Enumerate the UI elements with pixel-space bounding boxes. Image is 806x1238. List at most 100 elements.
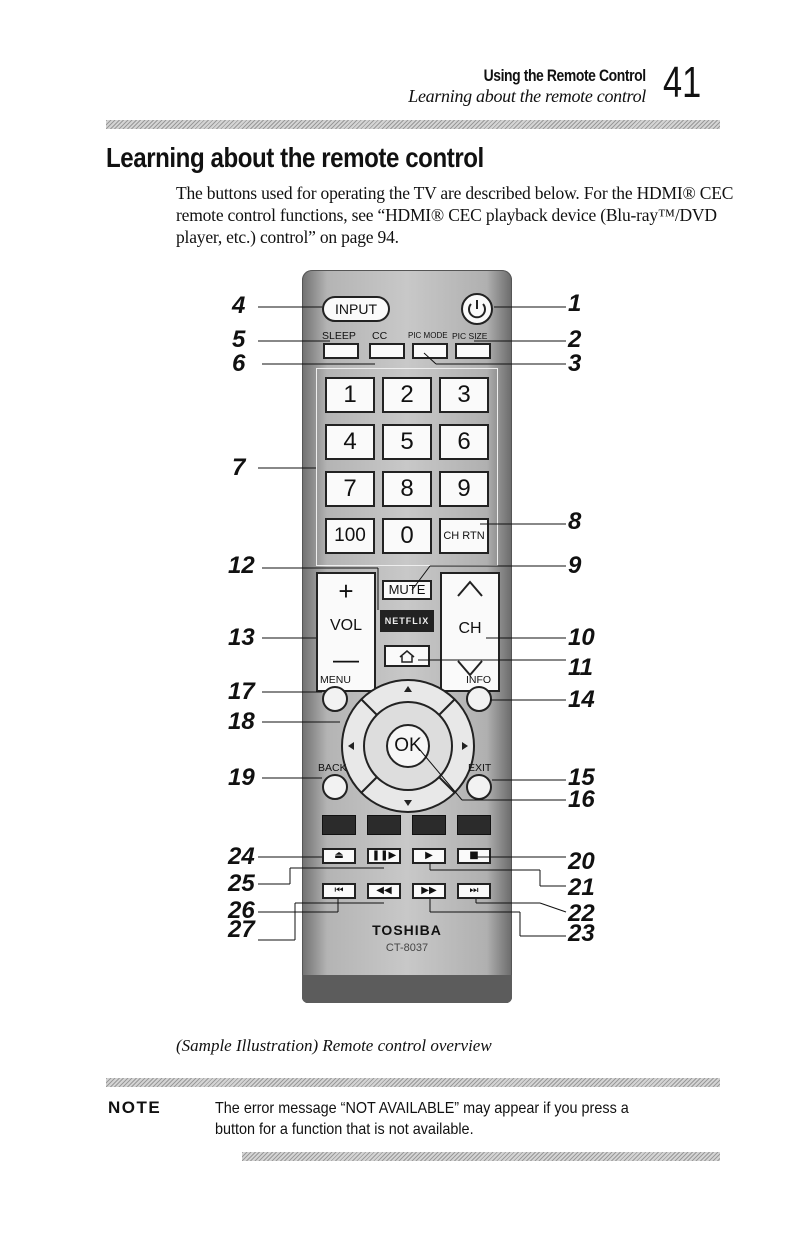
input-button: INPUT [322, 296, 390, 322]
rewind-button: ◀◀ [367, 883, 401, 899]
exit-button [466, 774, 492, 800]
color-key-2 [367, 815, 401, 835]
callout-19: 19 [228, 764, 255, 791]
callout-8: 8 [568, 508, 582, 535]
number-1-button: 1 [325, 377, 375, 413]
eject-icon: ⏏ [334, 850, 344, 861]
play-pause-button: ❚❚▶ [367, 848, 401, 864]
page-number: 41 [663, 58, 702, 107]
callout-21: 21 [568, 874, 595, 901]
exit-label: EXIT [468, 762, 492, 774]
play-icon: ▶ [425, 850, 433, 861]
rewind-icon: ◀◀ [376, 885, 392, 896]
play-pause-icon: ❚❚▶ [371, 850, 397, 861]
callout-3: 3 [568, 350, 582, 377]
back-label: BACK [318, 762, 347, 774]
channel-down-icon [457, 660, 483, 677]
note-top-rule [106, 1078, 720, 1087]
picmode-label: PIC MODE [408, 331, 448, 340]
callout-25: 25 [228, 870, 255, 897]
number-5-button: 5 [382, 424, 432, 460]
volume-up-icon: + [338, 576, 354, 606]
skip-forward-button: ⏭ [457, 883, 491, 899]
volume-label: VOL [329, 617, 362, 634]
sleep-label: SLEEP [322, 330, 356, 342]
brand-logo: TOSHIBA [372, 922, 442, 938]
info-button [466, 686, 492, 712]
callout-18: 18 [228, 708, 255, 735]
callout-24: 24 [228, 843, 255, 870]
skip-back-button: ⏮ [322, 883, 356, 899]
channel-up-icon [457, 580, 483, 597]
skip-forward-icon: ⏭ [469, 885, 479, 896]
number-8-button: 8 [382, 471, 432, 507]
volume-down-icon: — [333, 644, 359, 674]
remote-base [302, 975, 512, 1003]
figure-caption: (Sample Illustration) Remote control ove… [176, 1036, 492, 1055]
volume-rocker: + VOL — [316, 572, 376, 692]
note-label: NOTE [108, 1098, 162, 1117]
picsize-button [455, 343, 491, 359]
fast-forward-button: ▶▶ [412, 883, 446, 899]
netflix-button: NETFLIX [380, 610, 434, 632]
callout-4: 4 [232, 292, 246, 319]
sleep-button [323, 343, 359, 359]
subsection-title: Learning about the remote control [408, 86, 646, 106]
callout-9: 9 [568, 552, 582, 579]
skip-back-icon: ⏮ [334, 885, 344, 896]
number-7-button: 7 [325, 471, 375, 507]
menu-button [322, 686, 348, 712]
color-key-4 [457, 815, 491, 835]
number-100-button: 100 [325, 518, 375, 554]
power-icon [460, 292, 494, 326]
callout-16: 16 [568, 786, 595, 813]
callout-7: 7 [232, 454, 246, 481]
callout-5: 5 [232, 326, 246, 353]
header-rule [106, 120, 720, 129]
callout-11: 11 [568, 654, 593, 681]
callout-17: 17 [228, 678, 255, 705]
fast-forward-icon: ▶▶ [421, 885, 437, 896]
home-button [384, 645, 430, 667]
page-title: Learning about the remote control [106, 142, 484, 173]
number-6-button: 6 [439, 424, 489, 460]
callout-12: 12 [228, 552, 255, 579]
callout-26: 26 [228, 897, 255, 924]
color-key-1 [322, 815, 356, 835]
picsize-label: PIC SIZE [452, 331, 488, 341]
cc-button [369, 343, 405, 359]
callout-1: 1 [568, 290, 582, 317]
section-title: Using the Remote Control [483, 66, 647, 85]
eject-button: ⏏ [322, 848, 356, 864]
color-key-3 [412, 815, 446, 835]
callout-20: 20 [568, 848, 595, 875]
note-text: The error message “NOT AVAILABLE” may ap… [215, 1100, 629, 1138]
callout-15: 15 [568, 764, 595, 791]
callout-14: 14 [568, 686, 595, 713]
home-icon [399, 650, 415, 663]
number-9-button: 9 [439, 471, 489, 507]
callout-6: 6 [232, 350, 246, 377]
model-number: CT-8037 [385, 942, 429, 954]
channel-label: CH [458, 620, 482, 637]
callout-10: 10 [568, 624, 595, 651]
stop-button: ■ [457, 848, 491, 864]
callout-27: 27 [228, 916, 255, 943]
menu-label: MENU [320, 674, 351, 686]
mute-button: MUTE [382, 580, 432, 600]
note-bottom-rule [242, 1152, 720, 1161]
number-2-button: 2 [382, 377, 432, 413]
info-label: INFO [466, 674, 492, 686]
ok-button: OK [386, 724, 430, 768]
cc-label: CC [372, 330, 388, 342]
callout-23: 23 [568, 920, 595, 947]
play-button: ▶ [412, 848, 446, 864]
keypad-frame [316, 368, 498, 566]
stop-icon: ■ [469, 850, 479, 861]
callout-22: 22 [568, 900, 595, 927]
number-0-button: 0 [382, 518, 432, 554]
intro-paragraph: The buttons used for operating the TV ar… [176, 183, 734, 247]
callout-2: 2 [568, 326, 582, 353]
callout-13: 13 [228, 624, 255, 651]
